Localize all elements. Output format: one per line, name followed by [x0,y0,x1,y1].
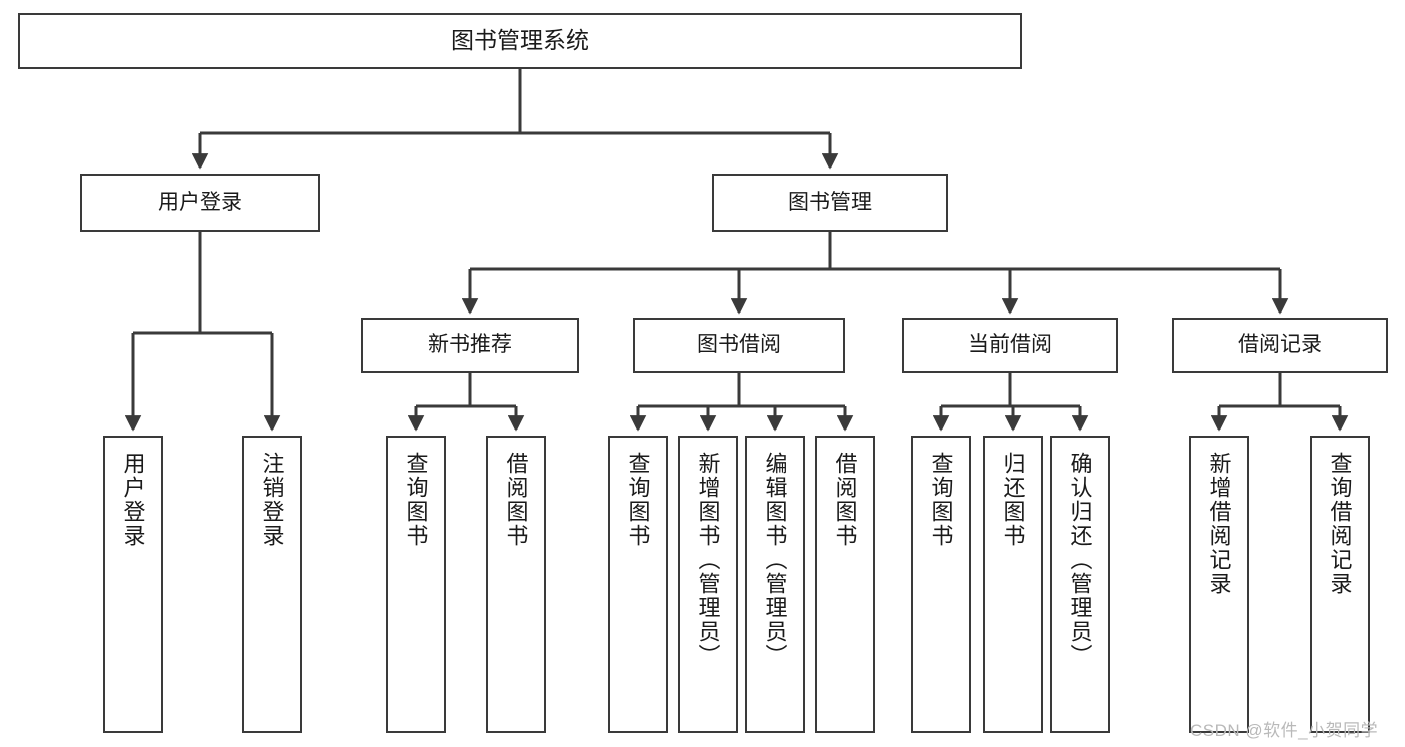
leaf-node-label: 注销登录 [259,452,285,548]
leaf-node[interactable]: 查询借阅记录 [1310,436,1370,733]
leaf-node-label: 用户登录 [120,452,146,548]
leaf-node[interactable]: 查询图书 [911,436,971,733]
node-root-label: 图书管理系统 [451,27,589,54]
leaf-node-label: 查询图书 [928,452,954,548]
leaf-node[interactable]: 用户登录 [103,436,163,733]
leaf-node[interactable]: 新增图书（管理员） [678,436,738,733]
node-new-book-recommend[interactable]: 新书推荐 [361,318,579,373]
leaf-node[interactable]: 查询图书 [386,436,446,733]
leaf-node-label: 查询借阅记录 [1327,452,1353,596]
node-user-login[interactable]: 用户登录 [80,174,320,232]
leaf-node[interactable]: 新增借阅记录 [1189,436,1249,733]
node-user-login-label: 用户登录 [158,190,242,214]
node-root[interactable]: 图书管理系统 [18,13,1022,69]
leaf-node-label: 借阅图书 [503,452,529,548]
node-book-manage[interactable]: 图书管理 [712,174,948,232]
leaf-node[interactable]: 借阅图书 [486,436,546,733]
node-book-borrow[interactable]: 图书借阅 [633,318,845,373]
leaf-node-label: 查询图书 [403,452,429,548]
leaf-node-label: 查询图书 [625,452,651,548]
leaf-node-label: 编辑图书（管理员） [762,452,788,668]
leaf-node[interactable]: 编辑图书（管理员） [745,436,805,733]
node-current-borrow[interactable]: 当前借阅 [902,318,1118,373]
node-borrow-record-label: 借阅记录 [1238,333,1322,357]
node-book-manage-label: 图书管理 [788,190,872,214]
leaf-node-label: 新增借阅记录 [1206,452,1232,596]
leaf-node-label: 确认归还（管理员） [1067,452,1093,668]
leaf-node[interactable]: 确认归还（管理员） [1050,436,1110,733]
leaf-node[interactable]: 注销登录 [242,436,302,733]
leaf-node[interactable]: 查询图书 [608,436,668,733]
node-new-book-recommend-label: 新书推荐 [428,333,512,357]
leaf-node-label: 归还图书 [1000,452,1026,548]
leaf-node-label: 借阅图书 [832,452,858,548]
node-borrow-record[interactable]: 借阅记录 [1172,318,1388,373]
node-current-borrow-label: 当前借阅 [968,333,1052,357]
leaf-node[interactable]: 归还图书 [983,436,1043,733]
leaf-node[interactable]: 借阅图书 [815,436,875,733]
leaf-node-label: 新增图书（管理员） [695,452,721,668]
node-book-borrow-label: 图书借阅 [697,333,781,357]
